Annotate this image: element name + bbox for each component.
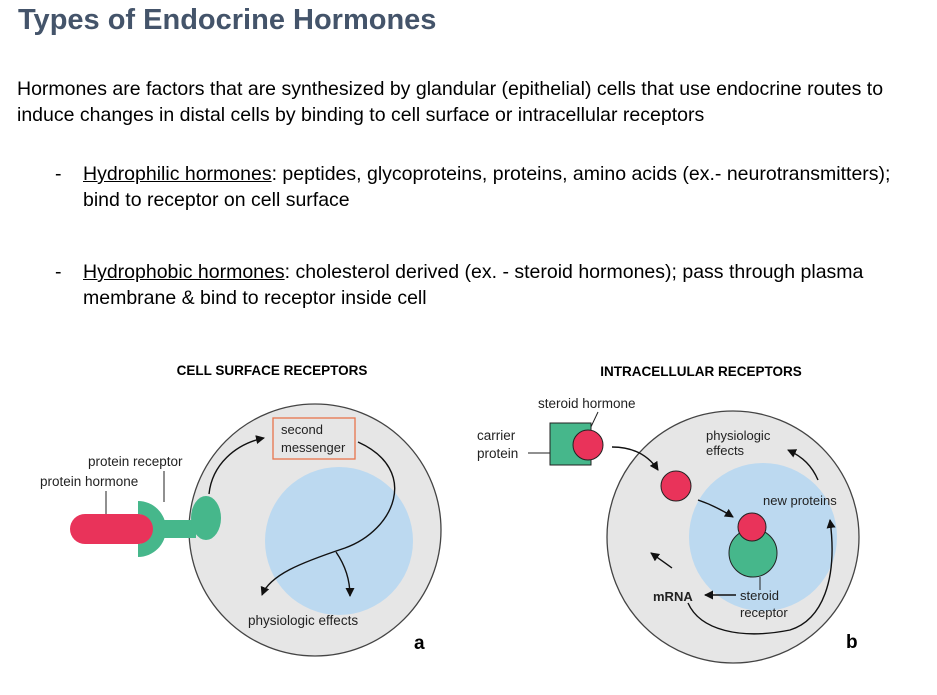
label-messenger: messenger: [281, 440, 346, 455]
panel-b-heading: INTRACELLULAR RECEPTORS: [600, 364, 802, 379]
label-second: second: [281, 422, 323, 437]
panel-letter-a: a: [414, 633, 425, 654]
label-new-proteins: new proteins: [763, 493, 837, 508]
arrow-hormone-entry: [611, 446, 659, 471]
arrow-translation-loop: [687, 519, 836, 635]
intro-paragraph: Hormones are factors that are synthesize…: [17, 78, 884, 126]
arrow-nuclear-effects: [335, 551, 355, 597]
arrow-mrna-export: [650, 552, 673, 569]
label-steroid: steroid: [740, 588, 779, 603]
label-effects: effects: [706, 443, 745, 458]
label-receptor: receptor: [740, 605, 788, 620]
panel-a-heading: CELL SURFACE RECEPTORS: [177, 363, 368, 378]
bullet-text: Hydrophobic hormones: cholesterol derive…: [83, 259, 903, 311]
page-title: Types of Endocrine Hormones: [18, 4, 437, 36]
second-messenger-box: [272, 417, 356, 460]
protein-hormone-shape: [70, 514, 154, 544]
bullet-dash: -: [55, 163, 62, 185]
arrow-to-physiologic-effects: [787, 449, 819, 481]
label-carrier: carrier: [477, 428, 516, 443]
steroid-hormone-cytoplasm: [660, 470, 692, 502]
panel-letter-b: b: [846, 632, 858, 653]
arrow-hormone-to-receptor: [697, 499, 734, 518]
label-physiologic: physiologic: [706, 428, 771, 443]
bullet-dash: -: [55, 261, 62, 283]
term-hydrophilic-hormones: Hydrophilic hormones: [83, 163, 272, 185]
label-protein-hormone: protein hormone: [40, 474, 138, 489]
label-mrna: mRNA: [653, 589, 693, 604]
receptor-stalk: [164, 520, 196, 538]
protein-receptor-shape: [138, 501, 166, 557]
arrow-receptor-to-messenger: [208, 435, 265, 495]
panel-a-cell-surface: CELL SURFACE RECEPTORS protein receptor …: [40, 363, 442, 657]
label-steroid-hormone: steroid hormone: [538, 396, 636, 411]
receptor-intracellular-domain: [191, 496, 221, 540]
bullet-description: : peptides, glycoproteins, proteins, ami…: [83, 163, 891, 211]
bullet-text: Hydrophilic hormones: peptides, glycopro…: [83, 161, 903, 213]
steroid-hormone-bound: [572, 429, 604, 461]
arrow-messenger-to-effects: [260, 441, 396, 596]
nucleus-a: [265, 467, 413, 615]
label-protein-receptor: protein receptor: [88, 454, 183, 469]
panel-b-intracellular: INTRACELLULAR RECEPTORS steroid hormone …: [477, 364, 860, 664]
bullet-description: : cholesterol derived (ex. - steroid hor…: [83, 261, 864, 309]
label-protein: protein: [477, 446, 518, 461]
steroid-hormone-bound-receptor: [737, 512, 767, 542]
term-hydrophobic-hormones: Hydrophobic hormones: [83, 261, 285, 283]
label-physiologic-effects-a: physiologic effects: [248, 613, 358, 628]
